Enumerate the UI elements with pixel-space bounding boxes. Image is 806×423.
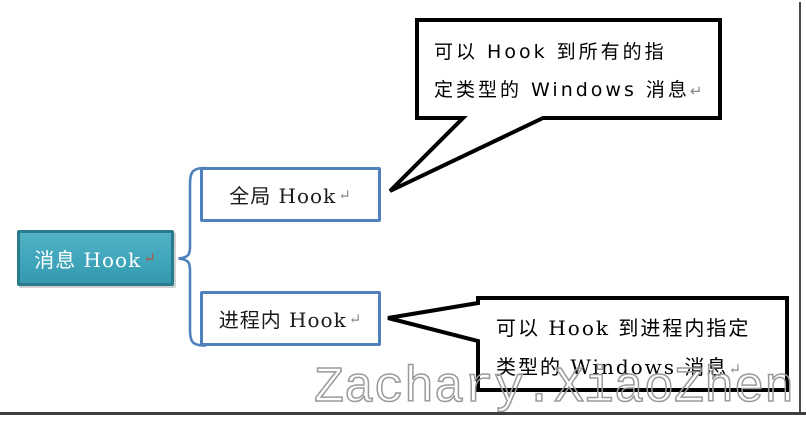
brace-connector xyxy=(178,166,207,347)
node-inprocess-hook: 进程内 Hook↵ xyxy=(200,291,381,346)
callout-top-line2: 定类型的 Windows 消息↵ xyxy=(434,79,703,101)
node-message-hook-label: 消息 Hook xyxy=(34,247,142,272)
node-inprocess-hook-label: 进程内 Hook xyxy=(218,308,347,332)
callout-top-line1: 可以 Hook 到所有的指 xyxy=(434,41,667,63)
callout-bottom-text: 可以 Hook 到进程内指定 类型的 Windows 消息↵ xyxy=(478,298,787,390)
return-mark-icon: ↵ xyxy=(689,82,703,100)
return-mark-icon: ↵ xyxy=(143,249,157,267)
return-mark-icon: ↵ xyxy=(728,360,742,378)
return-mark-icon: ↵ xyxy=(338,185,352,204)
return-mark-icon: ↵ xyxy=(348,309,363,328)
node-global-hook: 全局 Hook↵ xyxy=(200,167,381,222)
callout-bottom-line1: 可以 Hook 到进程内指定 xyxy=(496,316,751,340)
node-global-hook-label: 全局 Hook xyxy=(229,184,337,208)
callout-bubble-bottom xyxy=(387,296,789,392)
node-message-hook: 消息 Hook↵ xyxy=(17,230,174,286)
callout-bottom-line2: 类型的 Windows 消息↵ xyxy=(496,355,742,379)
callout-top-text: 可以 Hook 到所有的指 定类型的 Windows 消息↵ xyxy=(417,20,720,118)
page-right-border xyxy=(799,2,801,414)
callout-bubble-top xyxy=(388,18,722,193)
page-bottom-border xyxy=(0,412,806,415)
